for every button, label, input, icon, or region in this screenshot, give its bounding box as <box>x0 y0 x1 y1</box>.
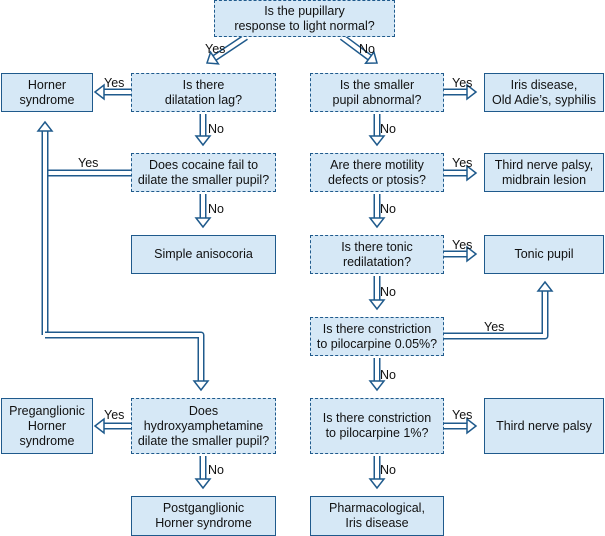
question-tonic-redilatation: Is there tonic redilatation? <box>310 235 444 274</box>
edge-label-no-cocaine: No <box>208 202 224 216</box>
edge-label-no-top-right: No <box>359 42 375 56</box>
edge-label-yes-tonic: Yes <box>452 238 473 252</box>
edge-label-yes-pilo-005: Yes <box>484 320 505 334</box>
edge-label-no-motility: No <box>380 202 396 216</box>
outcome-tonic-pupil: Tonic pupil <box>484 235 604 274</box>
arrow-no-to-tonic <box>368 194 386 229</box>
edge-label-no-hydroxy: No <box>208 463 224 477</box>
question-smaller-pupil-abnormal: Is the smaller pupil abnormal? <box>310 73 444 112</box>
arrow-yes-up-to-horner <box>36 120 54 335</box>
edge-label-no-dilatation-lag: No <box>208 122 224 136</box>
edge-label-yes-pilo-1: Yes <box>452 408 473 422</box>
edge-label-yes-cocaine: Yes <box>78 156 99 170</box>
edge-label-no-tonic: No <box>380 285 396 299</box>
arrow-yes-to-tonic-pupil <box>444 245 478 263</box>
arrow-no-to-smaller-abnormal <box>339 34 378 65</box>
edge-label-yes-smaller-abnormal: Yes <box>452 76 473 90</box>
edge-label-yes-dilatation-lag: Yes <box>104 76 125 90</box>
question-motility-ptosis: Are there motility defects or ptosis? <box>310 153 444 192</box>
arrow-no-to-pharmacological <box>368 456 386 490</box>
arrow-no-to-simple <box>194 194 212 229</box>
arrow-yes-to-dilatation-lag <box>205 34 248 65</box>
arrow-no-to-postganglionic <box>194 456 212 490</box>
question-pupillary-response: Is the pupillary response to light norma… <box>214 0 395 37</box>
arrow-yes-to-iris-disease <box>444 83 478 101</box>
edge-label-no-pilo-1: No <box>380 463 396 477</box>
outcome-horner-syndrome: Horner syndrome <box>1 73 93 112</box>
edge-label-yes-top-left: Yes <box>205 42 226 56</box>
question-pilocarpine-1: Is there constriction to pilocarpine 1%? <box>310 398 444 454</box>
question-pilocarpine-005: Is there constriction to pilocarpine 0.0… <box>310 317 444 356</box>
outcome-third-nerve-palsy: Third nerve palsy <box>484 398 604 454</box>
outcome-pharmacological-iris: Pharmacological, Iris disease <box>310 496 444 536</box>
outcome-preganglionic-horner: Preganglionic Horner syndrome <box>1 398 93 454</box>
arrow-yes-to-third-midbrain <box>444 164 478 182</box>
arrow-yes-to-horner <box>93 83 131 101</box>
edge-label-no-pilo-005: No <box>380 368 396 382</box>
arrow-yes-to-preganglionic <box>93 417 131 435</box>
edge-label-no-smaller-abnormal: No <box>380 122 396 136</box>
outcome-simple-anisocoria: Simple anisocoria <box>131 235 276 274</box>
arrow-yes-to-third-nerve <box>444 417 478 435</box>
question-hydroxyamphetamine: Does hydroxyamphetamine dilate the small… <box>131 398 276 454</box>
arrow-horner-to-hydroxy <box>45 331 210 392</box>
outcome-iris-disease-adie-syphilis: Iris disease, Old Adie’s, syphilis <box>484 73 604 112</box>
question-dilatation-lag: Is there dilatation lag? <box>131 73 276 112</box>
arrow-no-to-motility <box>368 114 386 147</box>
edge-label-yes-motility: Yes <box>452 156 473 170</box>
outcome-postganglionic-horner: Postganglionic Horner syndrome <box>131 496 276 536</box>
arrow-no-to-pilo-1 <box>368 358 386 392</box>
arrow-no-to-cocaine <box>194 114 212 147</box>
arrow-no-to-pilo-005 <box>368 276 386 311</box>
outcome-third-nerve-midbrain: Third nerve palsy, midbrain lesion <box>484 153 604 192</box>
edge-label-yes-hydroxy: Yes <box>104 408 125 422</box>
arrow-yes-pilo-005-to-tonic-pupil <box>444 280 554 340</box>
question-cocaine: Does cocaine fail to dilate the smaller … <box>131 153 276 192</box>
